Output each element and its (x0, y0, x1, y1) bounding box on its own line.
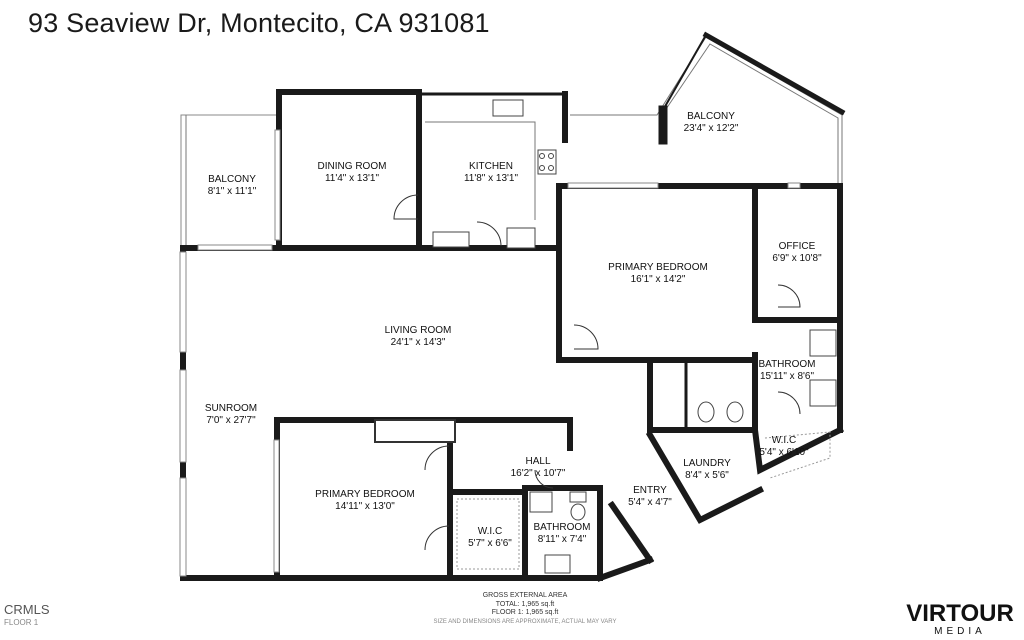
room-name-hall: HALL (525, 456, 550, 467)
room-dims-wic-2: 5'7" x 6'6" (468, 538, 512, 549)
source-label: CRMLS (4, 602, 50, 617)
room-name-dining: DINING ROOM (318, 161, 387, 172)
room-dims-hall: 16'2" x 10'7" (511, 468, 566, 479)
room-dims-balcony-left: 8'1" x 11'1" (208, 186, 257, 197)
room-dims-primary-bed-2: 14'11" x 13'0" (335, 501, 395, 512)
gross-area-summary: GROSS EXTERNAL AREA TOTAL: 1,965 sq.ft F… (380, 592, 670, 626)
room-name-balcony-right: BALCONY (687, 111, 735, 122)
gross-area-title: GROSS EXTERNAL AREA (482, 592, 568, 599)
room-dims-kitchen: 11'8" x 13'1" (464, 173, 519, 184)
room-dims-bath-1: 15'11" x 8'6" (760, 371, 815, 382)
balcony-right-outline (570, 36, 843, 183)
doors (393, 194, 801, 551)
room-dims-wic-1: 5'4" x 6'10" (759, 447, 809, 458)
room-dims-laundry: 8'4" x 5'6" (685, 470, 729, 481)
fireplace (374, 419, 456, 443)
brand-main: VIRTOUR (906, 600, 1014, 627)
room-dims-living: 24'1" x 14'3" (391, 337, 446, 348)
source-watermark: CRMLS FLOOR 1 (4, 603, 50, 629)
room-name-entry: ENTRY (633, 485, 667, 496)
room-name-primary-bed-1: PRIMARY BEDROOM (608, 262, 708, 273)
room-name-primary-bed-2: PRIMARY BEDROOM (315, 489, 415, 500)
kitchen-fixtures (425, 99, 557, 249)
gross-area-floor: FLOOR 1: 1,965 sq.ft (491, 609, 559, 616)
room-name-bath-1: BATHROOM (758, 359, 815, 370)
room-name-sunroom: SUNROOM (205, 403, 257, 414)
page-title: 93 Seaview Dr, Montecito, CA 931081 (28, 8, 490, 38)
wic-closets (456, 431, 831, 570)
windows (179, 129, 801, 577)
room-name-kitchen: KITCHEN (469, 161, 513, 172)
room-name-wic-2: W.I.C (478, 526, 502, 537)
floor-label: FLOOR 1 (4, 618, 39, 627)
brand-sub: MEDIA (934, 626, 986, 637)
room-name-balcony-left: BALCONY (208, 174, 256, 185)
room-name-laundry: LAUNDRY (683, 458, 731, 469)
room-name-living: LIVING ROOM (385, 325, 452, 336)
room-dims-sunroom: 7'0" x 27'7" (206, 415, 256, 426)
room-labels: BALCONY 8'1" x 11'1" DINING ROOM 11'4" x… (205, 111, 822, 549)
bathroom-fixtures (529, 329, 837, 574)
room-dims-primary-bed-1: 16'1" x 14'2" (631, 274, 686, 285)
room-dims-bath-2: 8'11" x 7'4" (538, 534, 587, 545)
room-dims-balcony-right: 23'4" x 12'2" (684, 123, 739, 134)
gross-area-total: TOTAL: 1,965 sq.ft (495, 600, 555, 608)
brand-logo: VIRTOUR MEDIA (900, 600, 1020, 638)
room-dims-office: 6'9" x 10'8" (772, 253, 822, 264)
interior-walls (274, 183, 845, 581)
room-name-bath-2: BATHROOM (533, 522, 590, 533)
room-dims-dining: 11'4" x 13'1" (325, 173, 380, 184)
room-name-wic-1: W.I.C (772, 435, 796, 446)
balcony-left-outline (180, 114, 280, 249)
room-dims-entry: 5'4" x 4'7" (628, 497, 672, 508)
size-disclaimer: SIZE AND DIMENSIONS ARE APPROXIMATE, ACT… (433, 618, 617, 625)
room-name-office: OFFICE (779, 241, 816, 252)
